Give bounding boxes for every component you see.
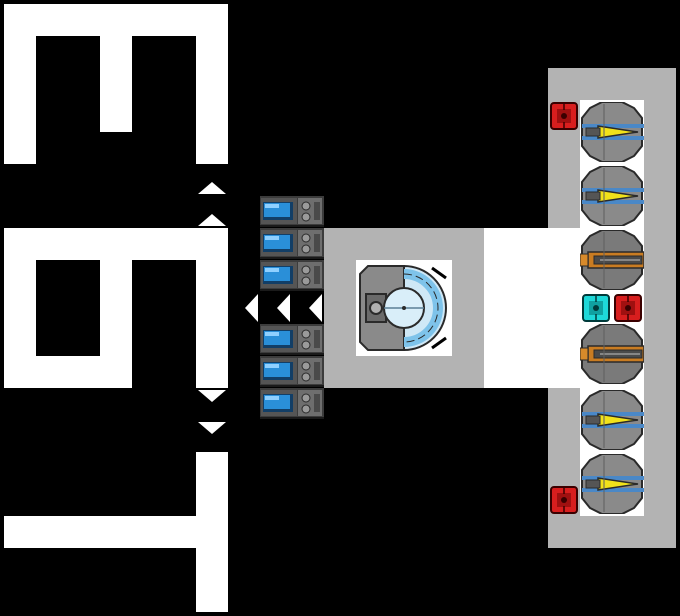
laser-turret-icon[interactable] — [580, 390, 644, 450]
corridor-top-bar — [4, 4, 228, 36]
corridor-middle-bar — [36, 356, 132, 388]
arrow-down-icon — [198, 422, 226, 434]
cannon-turret-icon[interactable] — [580, 324, 644, 384]
cannon-turret-icon[interactable] — [580, 230, 644, 290]
red-module-icon[interactable] — [550, 486, 578, 514]
arrow-left-icon — [245, 294, 258, 322]
arrow-up-icon — [198, 182, 226, 194]
corridor-middle-left — [4, 260, 36, 388]
battery-icon — [260, 228, 324, 260]
corridor-middle-top — [4, 228, 228, 260]
battery-icon — [260, 356, 324, 388]
corridor-left-upper — [4, 36, 36, 164]
battery-icon — [260, 388, 324, 420]
corridor-middle-inner — [100, 260, 132, 356]
battery-icon — [260, 196, 324, 228]
corridor-mid-upper — [100, 36, 132, 132]
shield-reactor-icon[interactable] — [356, 260, 452, 356]
laser-turret-icon[interactable] — [580, 454, 644, 514]
arrow-down-icon — [198, 390, 226, 402]
red-module-icon[interactable] — [550, 102, 578, 130]
arrow-up-icon — [198, 214, 226, 226]
corridor-bottom-bar — [4, 516, 196, 548]
battery-icon — [260, 324, 324, 356]
corridor-right-upper — [196, 36, 228, 164]
battery-icon — [260, 260, 324, 292]
connector-corridor — [484, 228, 548, 388]
turret-bay-entry — [548, 228, 580, 388]
arrow-left-icon — [309, 294, 322, 322]
cyan-module-icon[interactable] — [582, 294, 610, 322]
arrow-left-icon — [277, 294, 290, 322]
corridor-middle-right — [196, 228, 228, 388]
laser-turret-icon[interactable] — [580, 102, 644, 162]
red-module-icon[interactable] — [614, 294, 642, 322]
corridor-bottom-stem — [196, 452, 228, 612]
laser-turret-icon[interactable] — [580, 166, 644, 226]
